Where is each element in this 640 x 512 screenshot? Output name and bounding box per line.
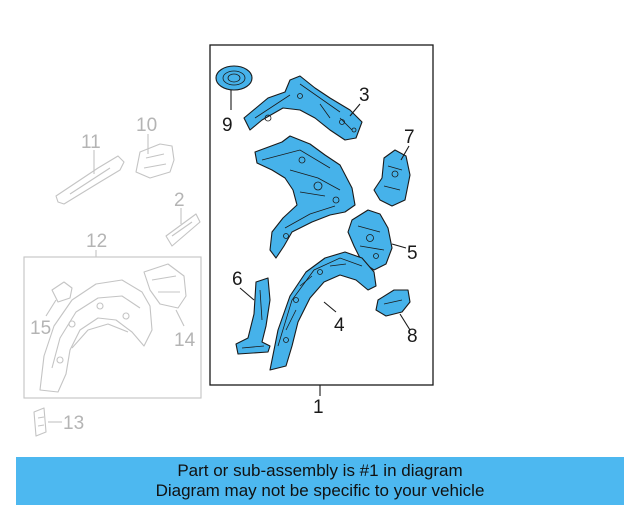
callout-3: 3 [359,85,370,106]
part-6-brace[interactable] [235,277,271,355]
callout-10: 10 [136,115,157,136]
banner-line-1: Part or sub-assembly is #1 in diagram [177,461,463,480]
leader-6 [239,287,255,301]
part-11-rail[interactable] [55,155,125,205]
leader-3 [349,103,361,117]
callout-12: 12 [86,231,107,252]
callout-4: 4 [334,315,345,336]
parts-diagram: 1 9 3 7 5 [23,44,434,437]
part-10-block[interactable] [135,143,175,179]
part-13-clip[interactable] [33,407,47,437]
info-banner: Part or sub-assembly is #1 in diagram Di… [16,457,624,505]
part-1-inner-panel[interactable] [254,135,356,259]
callout-8: 8 [407,326,418,347]
callout-9: 9 [222,115,233,136]
callout-7: 7 [404,127,415,148]
part-15-clip[interactable] [51,281,73,303]
callout-11: 11 [81,132,101,153]
callout-6: 6 [232,269,243,290]
part-14-bracket[interactable] [143,263,187,309]
leader-4 [323,301,337,313]
part-3-upper-rail[interactable] [243,75,363,141]
banner-line-2: Diagram may not be specific to your vehi… [155,481,485,500]
callout-2: 2 [174,190,185,211]
callout-1: 1 [313,397,324,418]
sub-assembly-12-frame [23,256,202,399]
part-9-grommet[interactable] [215,65,253,91]
callout-5: 5 [407,243,418,264]
callout-14: 14 [174,330,196,351]
part-8-bracket[interactable] [375,289,411,317]
part-5-panel[interactable] [347,209,393,271]
leader-15 [45,299,57,317]
leader-14 [175,309,185,327]
part-12-inner-wheelhouse[interactable] [39,279,153,393]
leader-5 [391,243,407,249]
assembly-frame [209,44,434,386]
leader-8 [399,313,411,331]
callout-15: 15 [30,318,51,339]
part-2-plate[interactable] [165,213,201,247]
part-7-bracket[interactable] [373,149,411,207]
leader-7 [400,145,410,161]
part-4-wheelhouse[interactable] [269,251,377,371]
callout-13: 13 [63,413,84,434]
